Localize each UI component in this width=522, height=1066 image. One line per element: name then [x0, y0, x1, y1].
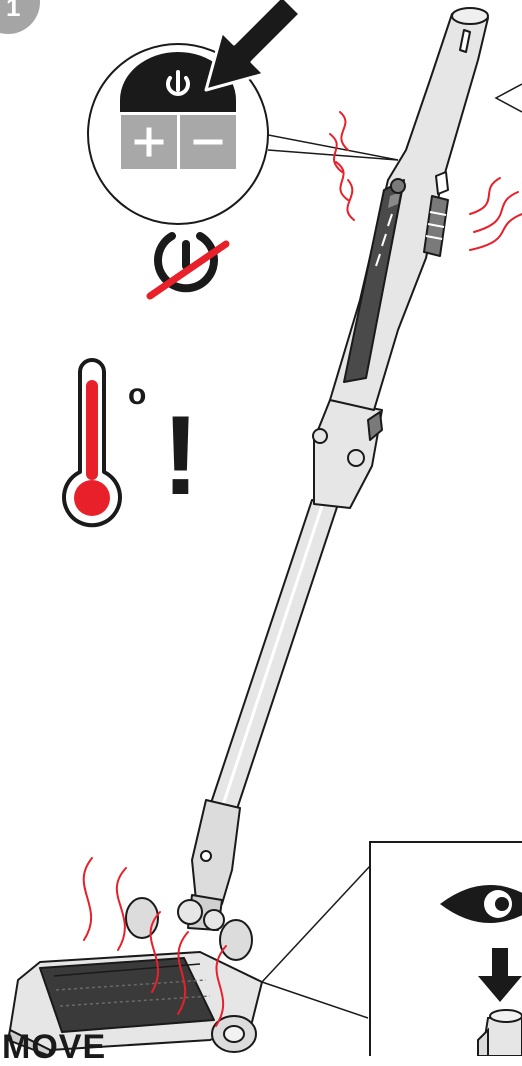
step-badge: 1: [0, 0, 40, 34]
wand-lower-connector: [192, 800, 240, 904]
crossed-out-power-icon: [150, 236, 226, 296]
power-button-callout: [88, 0, 300, 224]
inspection-callout: [262, 842, 522, 1056]
brush-roll: [40, 958, 214, 1032]
warning-exclamation: !: [162, 393, 199, 518]
thermometer-icon: [64, 360, 120, 525]
rear-wheel: [126, 898, 158, 938]
caption-label: MOVE: [2, 1030, 106, 1064]
degree-symbol: o: [128, 378, 146, 411]
step-number: 1: [6, 0, 20, 22]
wand-tube: [210, 500, 338, 812]
arrow-pointer-icon: [206, 0, 300, 90]
callout-leader-top-right: [496, 84, 522, 112]
